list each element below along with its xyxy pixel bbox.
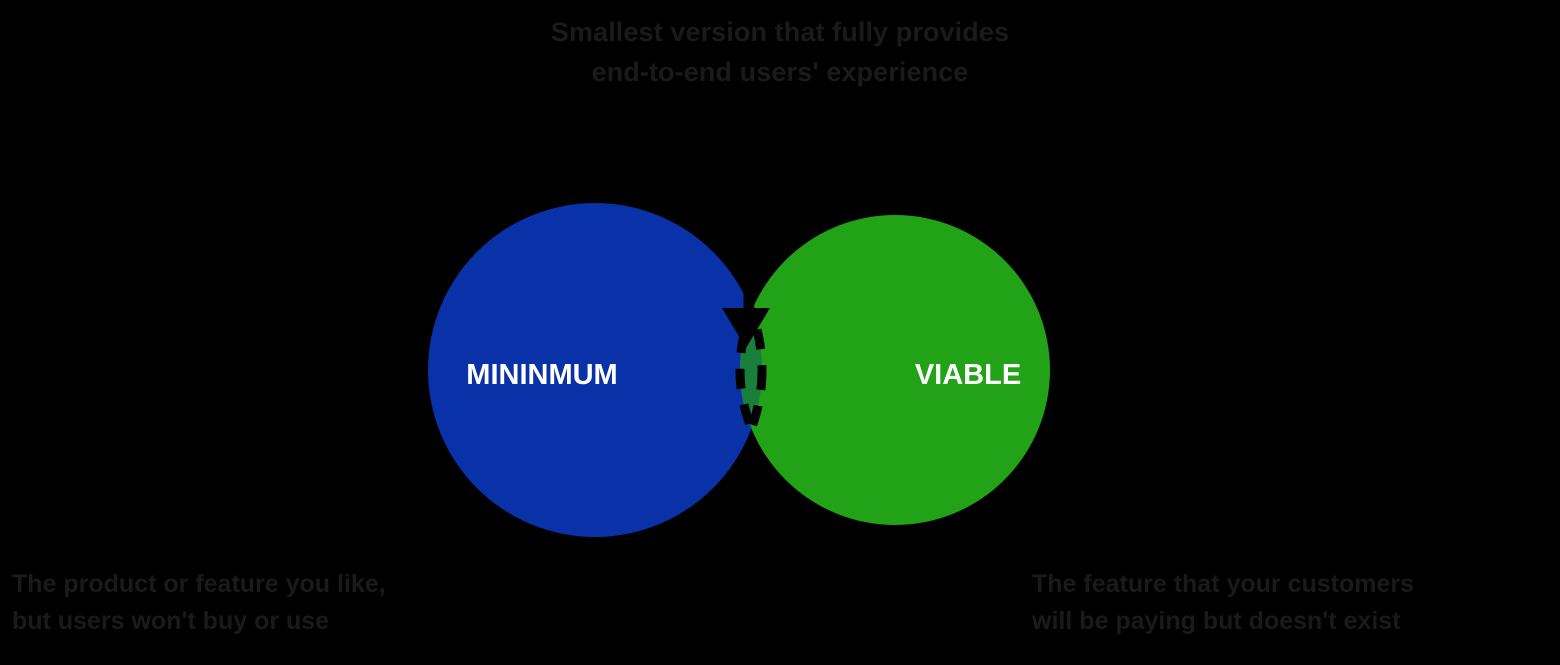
headline-line-1: Smallest version that fully provides	[550, 17, 1010, 47]
caption-left: The product or feature you like, but use…	[12, 566, 532, 640]
caption-left-line-2: but users won't buy or use	[12, 607, 330, 635]
headline-line-2: end-to-end users' experience	[591, 57, 969, 87]
venn-svg: MININMUM VIABLE	[428, 203, 1050, 537]
venn-circle-viable	[740, 215, 1050, 525]
venn-overlap-outline-left-arc	[740, 215, 767, 525]
venn-overlap-outline-right-arc	[735, 210, 762, 530]
venn-label-viable: VIABLE	[915, 359, 1021, 391]
caption-left-line-1: The product or feature you like,	[12, 570, 386, 598]
venn-diagram: MININMUM VIABLE	[420, 160, 1070, 580]
caption-right-line-1: The feature that your customers	[1032, 570, 1415, 598]
overlap-arrow-icon	[722, 218, 770, 348]
page-title: Smallest version that fully provides end…	[0, 12, 1560, 92]
venn-label-minimum: MININMUM	[466, 359, 617, 391]
caption-right-line-2: will be paying but doesn't exist	[1032, 607, 1401, 635]
venn-circle-minimum	[428, 203, 762, 537]
caption-right: The feature that your customers will be …	[1032, 566, 1552, 640]
